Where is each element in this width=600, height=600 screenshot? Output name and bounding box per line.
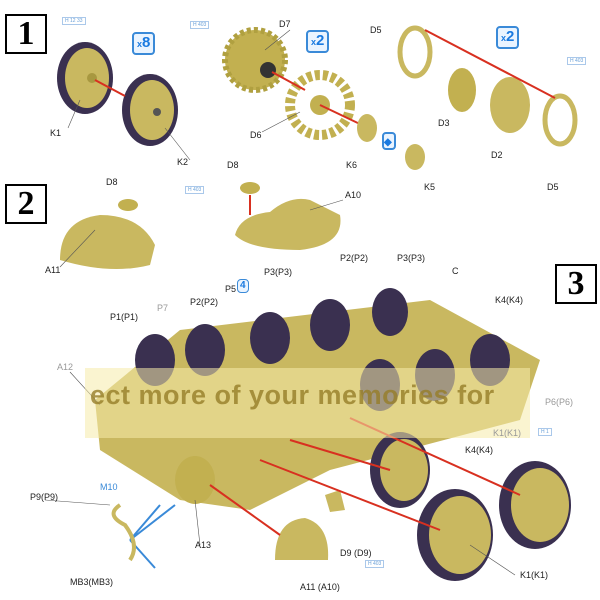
- idler-d2: [490, 77, 530, 133]
- label-p2b: P2(P2): [340, 253, 369, 263]
- label-d5: D5: [370, 25, 382, 35]
- road-wheel-k2: [122, 74, 178, 146]
- arrow: [424, 29, 556, 99]
- watermark-text: ect more of your memories for: [90, 380, 495, 410]
- hub-cap-k6: [357, 114, 377, 142]
- part-ref: H 1: [538, 428, 552, 436]
- label-p9: P9(P9): [30, 492, 59, 502]
- label-d5b: D5: [547, 182, 559, 192]
- label-k2: K2: [177, 157, 189, 167]
- label-k6: K6: [346, 160, 358, 170]
- flip-icon: ◆: [382, 132, 396, 150]
- hub-cap-k5: [405, 144, 425, 170]
- label-p2: P2(P2): [190, 297, 219, 307]
- part-d9: [325, 490, 345, 512]
- label-m10: M10: [100, 482, 118, 492]
- label-k4k4-lower: K4(K4): [465, 445, 494, 455]
- road-wheel-k1: [57, 42, 113, 114]
- road-wheels-bottom: [370, 432, 571, 581]
- label-p6: P6(P6): [545, 397, 574, 407]
- label-c: C: [452, 266, 459, 276]
- label-p3: P3(P3): [264, 267, 293, 277]
- label-d6: D6: [250, 130, 262, 140]
- ring-d5b: [542, 93, 578, 147]
- sprocket-d7: [222, 27, 288, 93]
- idler-d3: [448, 68, 476, 112]
- part-ref: H 12 33: [62, 17, 86, 25]
- quantity-badge-x2: x2: [306, 30, 330, 53]
- label-p1: P1(P1): [110, 312, 139, 322]
- label-d8b: D8: [227, 160, 239, 170]
- label-d8: D8: [106, 177, 118, 187]
- part-ref: H 403: [185, 186, 205, 194]
- label-p7: P7: [157, 303, 169, 313]
- label-a13: A13: [195, 540, 212, 550]
- label-p5: P5: [225, 284, 237, 294]
- label-d9: D9 (D9): [340, 548, 372, 558]
- arrow: [271, 71, 306, 91]
- label-mb3: MB3(MB3): [70, 577, 114, 587]
- label-a12: A12: [57, 362, 74, 372]
- arrow: [319, 104, 363, 126]
- part-ref: H 403: [567, 57, 587, 65]
- quantity-badge-x8: x8: [132, 32, 156, 55]
- label-a11-a10: A11 (A10): [300, 582, 340, 592]
- arrow: [94, 79, 126, 97]
- ring-d5: [397, 25, 433, 79]
- part-ref-p5: 4: [237, 279, 249, 293]
- part-ref: H 403: [190, 21, 210, 29]
- tow-cable-mb3: [129, 504, 176, 569]
- label-a10: A10: [345, 190, 362, 200]
- label-k1k1-upper: K1(K1): [493, 428, 522, 438]
- label-k4k4-upper: K4(K4): [495, 295, 524, 305]
- label-k1k1-lower: K1(K1): [520, 570, 549, 580]
- label-k5: K5: [424, 182, 436, 192]
- quantity-badge-x2-idler: x2: [496, 26, 520, 49]
- part-a11-a10: [275, 518, 329, 560]
- watermark-band: [85, 368, 530, 438]
- label-d3: D3: [438, 118, 450, 128]
- part-a11: [60, 215, 155, 269]
- label-p3b: P3(P3): [397, 253, 426, 263]
- final-drive-a13: [175, 456, 215, 504]
- part-ref: H 403: [365, 560, 385, 568]
- label-d7: D7: [279, 19, 291, 29]
- part-d8b: [240, 182, 260, 194]
- leader-lines: [44, 29, 516, 576]
- step-2-box: 2: [5, 184, 47, 224]
- part-a10: [235, 198, 341, 250]
- label-a11: A11: [45, 265, 61, 275]
- label-d2: D2: [491, 150, 503, 160]
- step-3-box: 3: [555, 264, 597, 304]
- part-d8: [118, 199, 138, 211]
- step-1-box: 1: [5, 14, 47, 54]
- label-k1: K1: [50, 128, 62, 138]
